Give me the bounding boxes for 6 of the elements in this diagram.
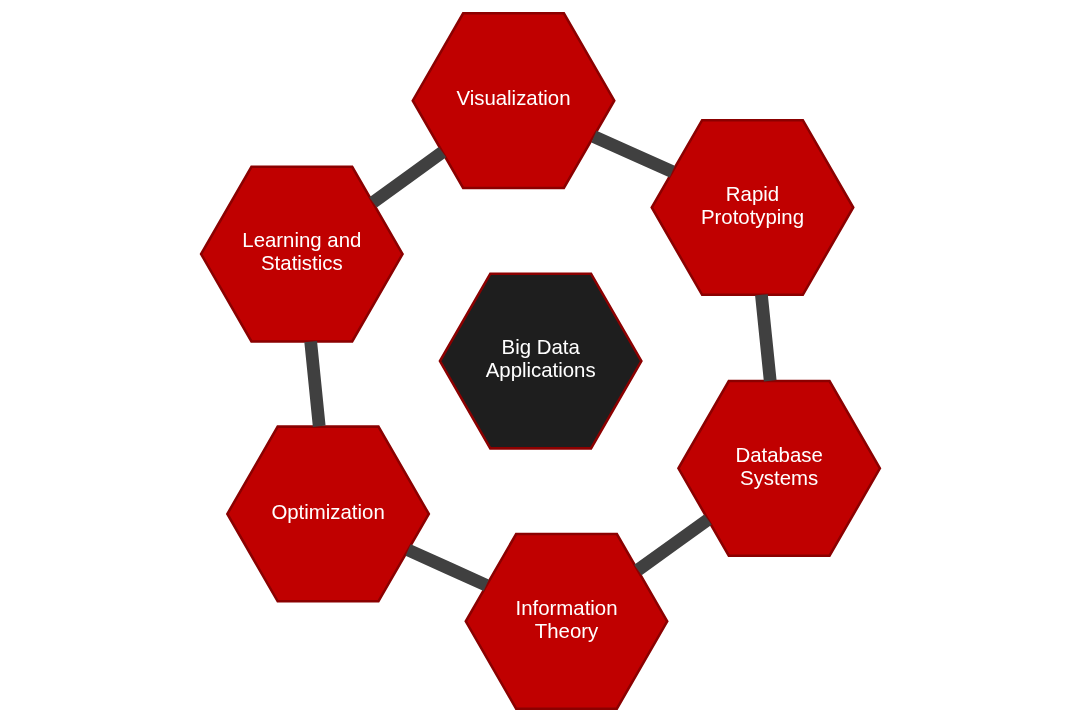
connector [634,514,712,576]
connector [369,147,447,208]
connector [591,130,675,178]
connector [755,294,777,382]
connector [405,544,489,592]
connector [304,341,326,427]
